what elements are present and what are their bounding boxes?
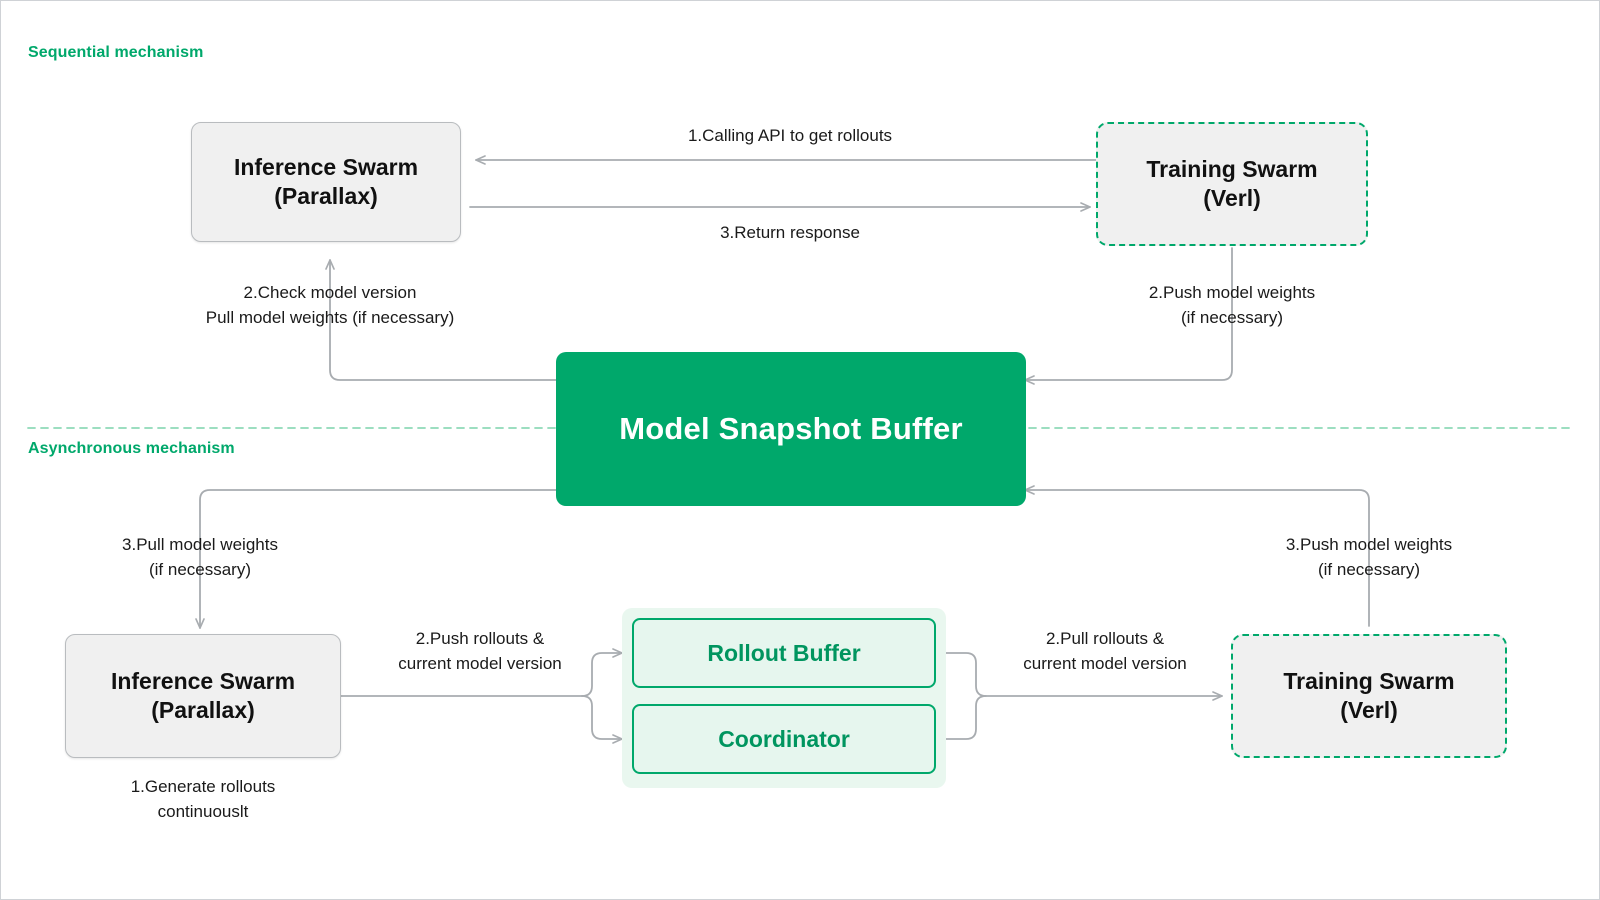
node-coordinator[interactable]: Coordinator [632, 704, 936, 774]
wire-pull-model-weights-bottom [195, 489, 557, 629]
node-inference-swarm-bottom-line1: Inference Swarm [110, 668, 296, 695]
node-inference-swarm-top-line1: Inference Swarm [233, 154, 419, 181]
wire-check-model-version [325, 259, 557, 381]
node-model-snapshot-buffer[interactable]: Model Snapshot Buffer [556, 352, 1026, 506]
section-label-asynchronous: Asynchronous mechanism [28, 440, 235, 457]
edge-label-calling-api: 1.Calling API to get rollouts [687, 126, 893, 145]
edge-label-return-response: 3.Return response [720, 223, 860, 242]
node-inference-swarm-bottom-line2: (Parallax) [151, 697, 255, 723]
node-training-swarm-bottom-line1: Training Swarm [1283, 668, 1455, 695]
edge-label-pull-rollouts: 2.Pull rollouts & current model version [1023, 629, 1187, 673]
edge-label-push-rollouts: 2.Push rollouts & current model version [398, 629, 562, 673]
node-training-swarm-top-line1: Training Swarm [1146, 156, 1318, 183]
wire-push-rollouts-to-rollout-buffer [581, 648, 623, 697]
node-training-swarm-top[interactable]: Training Swarm (Verl) [1096, 122, 1368, 246]
node-coordinator-label: Coordinator [718, 725, 850, 752]
wire-pull-rollouts-from-coordinator [945, 695, 987, 740]
edge-label-push-model-weights-top: 2.Push model weights (if necessary) [1148, 283, 1316, 327]
section-label-sequential: Sequential mechanism [28, 44, 204, 61]
wire-pull-rollouts-from-rollout-buffer [945, 652, 1223, 701]
wire-push-rollouts-to-coordinator [581, 695, 623, 744]
node-rollout-buffer-label: Rollout Buffer [707, 639, 861, 666]
node-inference-swarm-top-text: Inference Swarm (Parallax) [234, 153, 418, 211]
wire-push-model-weights-bottom [1024, 485, 1370, 627]
node-inference-swarm-bottom[interactable]: Inference Swarm (Parallax) [65, 634, 341, 758]
node-training-swarm-bottom[interactable]: Training Swarm (Verl) [1231, 634, 1507, 758]
edge-label-generate-rollouts: 1.Generate rollouts continuouslt [130, 777, 276, 821]
wire-push-model-weights-top [1024, 247, 1233, 385]
node-rollout-buffer[interactable]: Rollout Buffer [632, 618, 936, 688]
node-training-swarm-bottom-line2: (Verl) [1340, 697, 1398, 723]
node-training-swarm-bottom-text: Training Swarm (Verl) [1283, 667, 1454, 725]
node-inference-swarm-top-line2: (Parallax) [274, 183, 378, 209]
edge-label-push-model-weights-bottom: 3.Push model weights (if necessary) [1285, 535, 1453, 579]
edge-label-check-model-version: 2.Check model version Pull model weights… [205, 283, 455, 327]
node-model-snapshot-buffer-label: Model Snapshot Buffer [619, 410, 963, 446]
node-inference-swarm-bottom-text: Inference Swarm (Parallax) [111, 667, 295, 725]
node-training-swarm-top-line2: (Verl) [1203, 185, 1261, 211]
edge-label-pull-model-weights-bottom: 3.Pull model weights (if necessary) [122, 535, 278, 579]
node-inference-swarm-top[interactable]: Inference Swarm (Parallax) [191, 122, 461, 242]
node-training-swarm-top-text: Training Swarm (Verl) [1146, 155, 1317, 213]
